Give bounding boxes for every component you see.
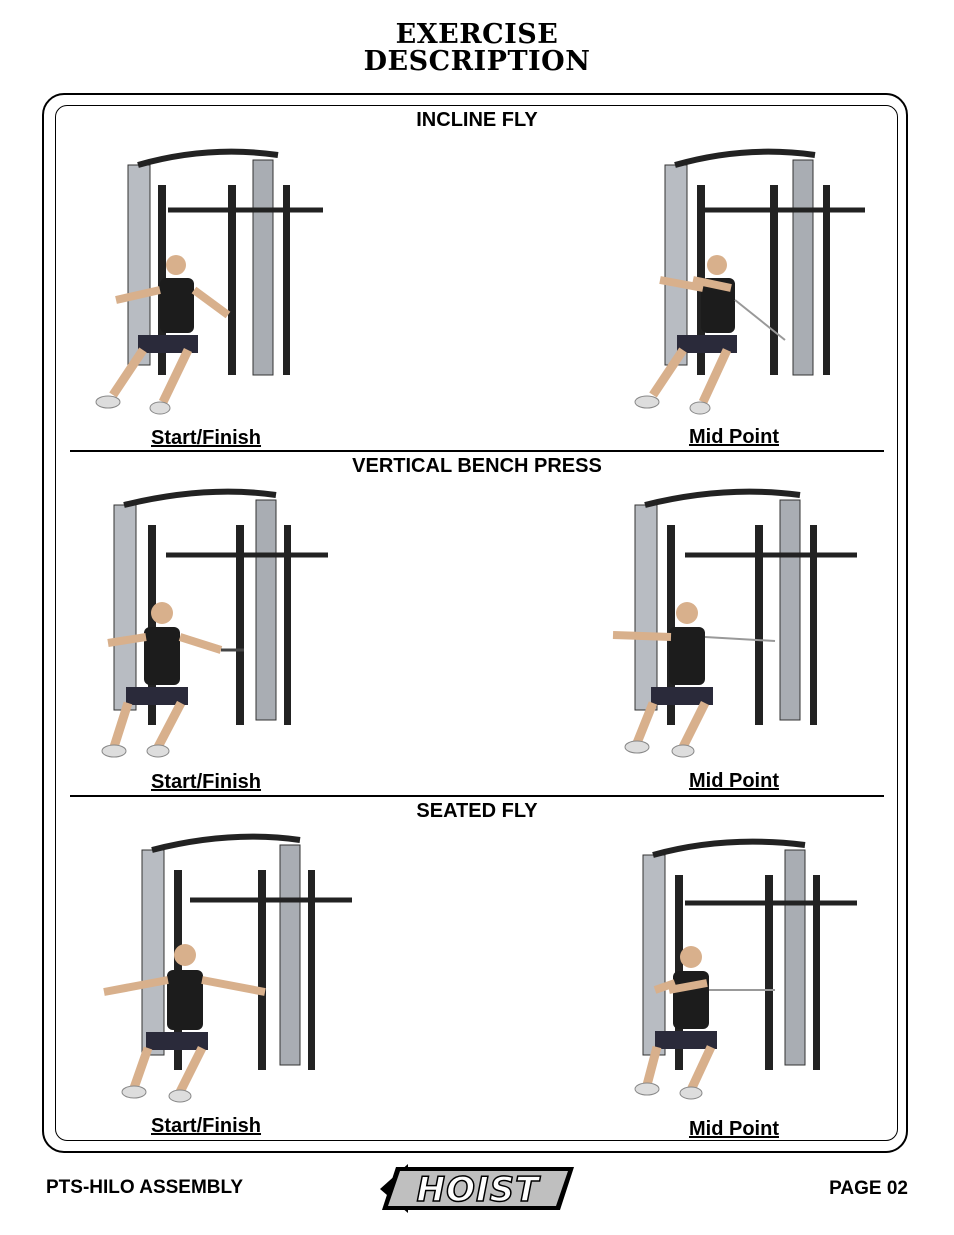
bench-press-start-caption: Start/Finish [151,771,262,793]
footer-page-number: PAGE 02 [829,1178,908,1199]
page-title-line2: DESCRIPTION [363,46,591,77]
page-title-line1: EXERCISE [395,19,559,50]
bench-press-start-photo [86,485,336,770]
incline-fly-start-caption: Start/Finish [151,427,262,449]
bench-press-mid-photo [595,485,865,770]
seated-fly-start-photo [90,830,360,1115]
incline-fly-mid-caption: Mid Point [689,426,779,448]
section-title-incline-fly: INCLINE FLY [416,109,538,131]
section-title-vertical-bench-press: VERTICAL BENCH PRESS [352,455,602,477]
section-divider [70,795,884,797]
bench-press-mid-caption: Mid Point [689,770,779,792]
seated-fly-mid-caption: Mid Point [689,1118,779,1140]
section-title-seated-fly: SEATED FLY [416,800,538,822]
incline-fly-mid-photo [625,140,870,420]
section-divider [70,450,884,452]
footer-document-name: PTS-HILO ASSEMBLY [46,1177,244,1198]
svg-text:HOIST: HOIST [417,1170,541,1210]
incline-fly-start-photo [88,140,328,420]
hoist-logo: HOIST [378,1161,578,1221]
outer-frame [42,93,908,1153]
seated-fly-start-caption: Start/Finish [151,1115,262,1137]
seated-fly-mid-photo [625,835,865,1110]
inner-frame [55,105,898,1141]
